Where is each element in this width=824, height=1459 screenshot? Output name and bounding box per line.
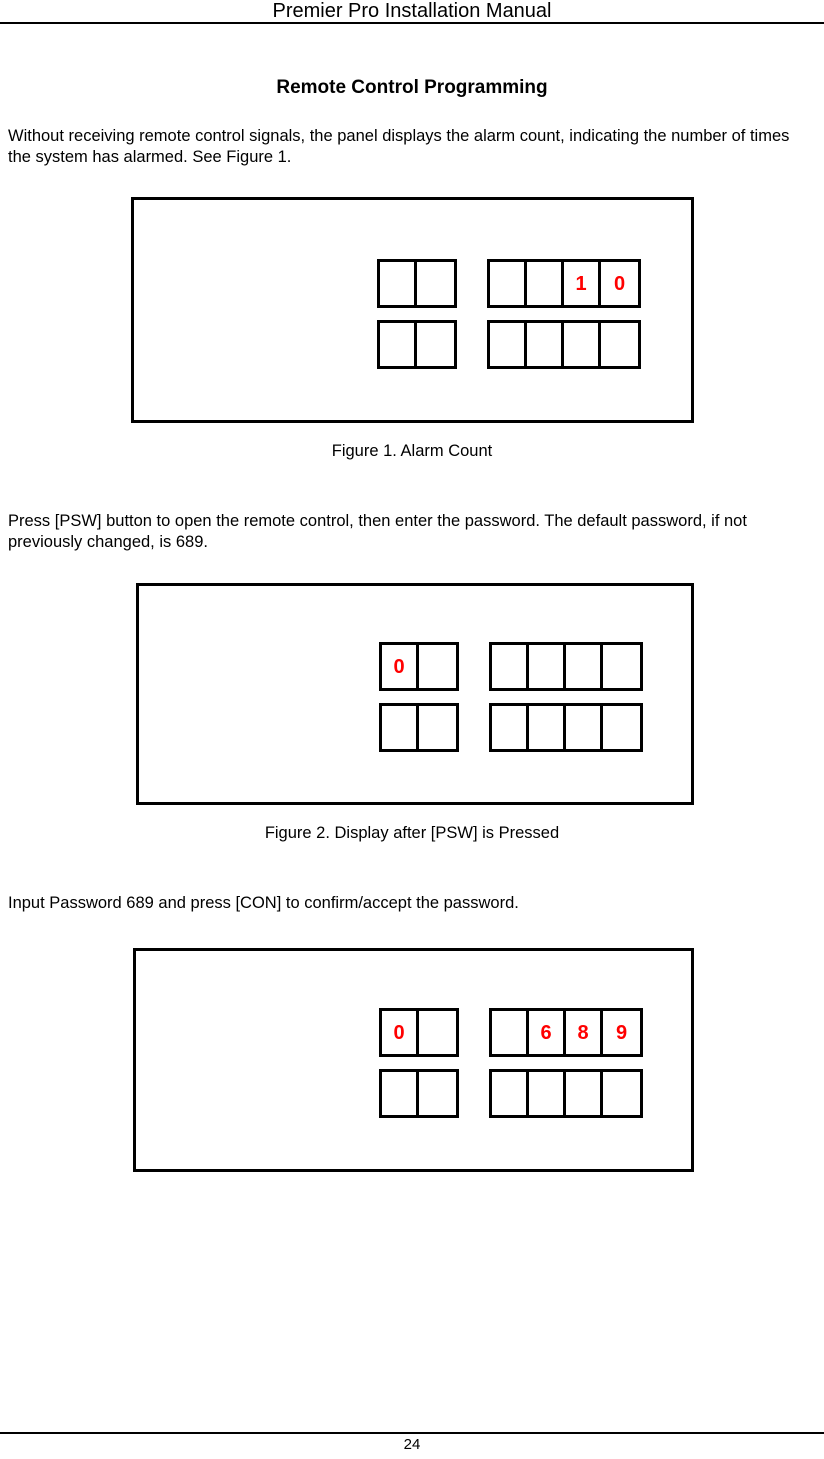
paragraph-intro: Without receiving remote control signals… [8, 127, 790, 166]
left-digit-group: 0 [379, 642, 459, 691]
left-digit-group [377, 259, 457, 308]
digit-cell [492, 1072, 529, 1115]
digit-cell [417, 262, 454, 305]
running-header-title: Premier Pro Installation Manual [272, 0, 552, 22]
figure-1-caption: Figure 1. Alarm Count [331, 442, 493, 460]
right-digit-group: 1 0 [487, 259, 641, 308]
digit-cell [492, 645, 529, 688]
digit-cell [527, 262, 564, 305]
right-digit-group [489, 1069, 643, 1118]
display-row-bottom [379, 703, 643, 752]
digit-cell [490, 323, 527, 366]
digit-cell [529, 706, 566, 749]
display-row-top: 0 6 8 9 [379, 1008, 643, 1057]
digit-cell: 0 [382, 645, 419, 688]
figure-3-display: 0 6 8 9 [379, 1008, 643, 1118]
digit-cell: 8 [566, 1011, 603, 1054]
digit-cell: 0 [601, 262, 638, 305]
digit-cell [382, 706, 419, 749]
left-digit-group [379, 1069, 459, 1118]
header-divider [0, 22, 824, 24]
digit-cell [529, 645, 566, 688]
digit-cell [419, 706, 456, 749]
display-row-bottom [379, 1069, 643, 1118]
digit-cell [419, 645, 456, 688]
footer-divider [0, 1432, 824, 1434]
digit-cell [527, 323, 564, 366]
digit-cell [380, 262, 417, 305]
digit-cell [492, 706, 529, 749]
display-row-bottom [377, 320, 641, 369]
right-digit-group: 6 8 9 [489, 1008, 643, 1057]
digit-cell: 1 [564, 262, 601, 305]
digit-cell [601, 323, 638, 366]
left-digit-group: 0 [379, 1008, 459, 1057]
right-digit-group [489, 703, 643, 752]
digit-cell [382, 1072, 419, 1115]
digit-cell [529, 1072, 566, 1115]
digit-cell: 0 [382, 1011, 419, 1054]
digit-cell [492, 1011, 529, 1054]
digit-cell [603, 1072, 640, 1115]
paragraph-con: Input Password 689 and press [CON] to co… [8, 894, 519, 912]
digit-cell: 9 [603, 1011, 640, 1054]
figure-3-panel: 0 6 8 9 [133, 948, 694, 1172]
digit-cell [566, 1072, 603, 1115]
display-row-top: 0 [379, 642, 643, 691]
digit-cell: 6 [529, 1011, 566, 1054]
display-row-top: 1 0 [377, 259, 641, 308]
digit-cell [603, 706, 640, 749]
digit-cell [566, 645, 603, 688]
right-digit-group [489, 642, 643, 691]
digit-cell [490, 262, 527, 305]
figure-1-display: 1 0 [377, 259, 641, 369]
digit-cell [566, 706, 603, 749]
paragraph-psw: Press [PSW] button to open the remote co… [8, 512, 747, 551]
digit-cell [417, 323, 454, 366]
page-title: Remote Control Programming [276, 77, 548, 98]
digit-cell [603, 645, 640, 688]
digit-cell [419, 1011, 456, 1054]
figure-2-panel: 0 [136, 583, 694, 805]
left-digit-group [377, 320, 457, 369]
figure-2-display: 0 [379, 642, 643, 752]
digit-cell [564, 323, 601, 366]
page-number: 24 [403, 1436, 421, 1453]
figure-2-caption: Figure 2. Display after [PSW] is Pressed [264, 824, 560, 842]
left-digit-group [379, 703, 459, 752]
right-digit-group [487, 320, 641, 369]
figure-1-panel: 1 0 [131, 197, 694, 423]
digit-cell [419, 1072, 456, 1115]
digit-cell [380, 323, 417, 366]
